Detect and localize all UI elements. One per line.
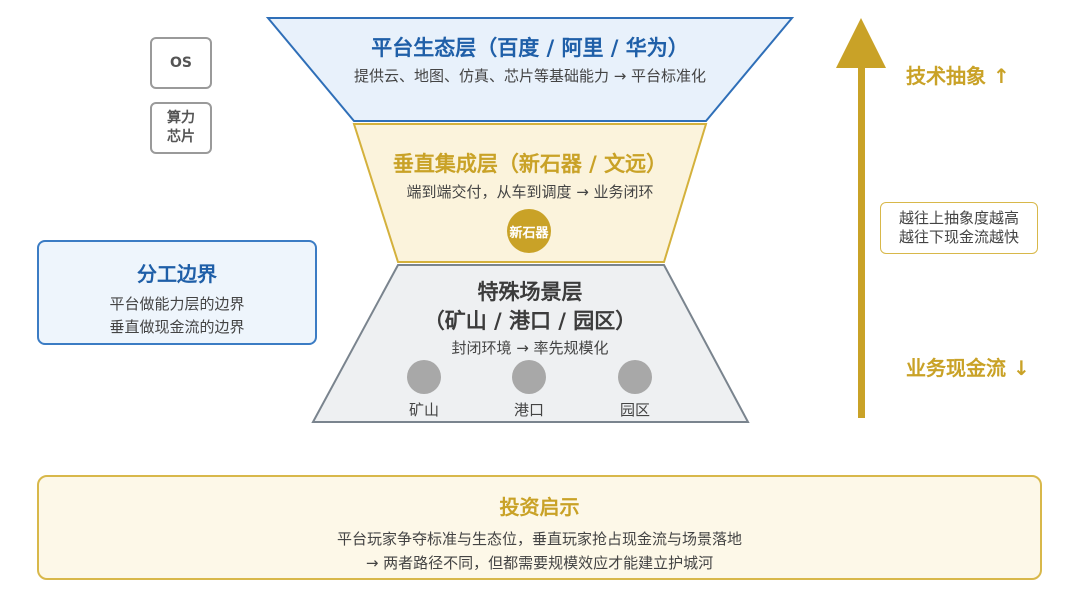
axis-note-line1: 越往上抽象度越高	[898, 209, 1019, 227]
badge-circle	[507, 209, 551, 253]
scene-dot-park	[618, 360, 652, 394]
axis-top-label: 技术抽象 ↑	[906, 64, 1010, 88]
vertical-layer-shape	[352, 123, 708, 263]
scene-label-port: 港口	[513, 401, 544, 419]
investment-line2: → 两者路径不同，但都需要规模效应才能建立护城河	[365, 554, 714, 572]
platform-layer-subtitle: 提供云、地图、仿真、芯片等基础能力 → 平台标准化	[353, 67, 707, 85]
os-tag: OS	[150, 37, 212, 89]
platform-layer-shape	[265, 17, 795, 122]
division-box: 分工边界 平台做能力层的边界 垂直做现金流的边界	[37, 240, 317, 345]
investment-box: 投资启示 平台玩家争夺标准与生态位，垂直玩家抢占现金流与场景落地 → 两者路径不…	[37, 475, 1042, 580]
chip-tag-line1: 算力	[167, 110, 195, 126]
investment-title: 投资启示	[499, 495, 580, 519]
axis-note-line2: 越往下现金流越快	[898, 228, 1019, 246]
scene-dot-port	[512, 360, 546, 394]
scene-layer-title-line1: 特殊场景层	[477, 280, 583, 304]
investment-line1: 平台玩家争夺标准与生态位，垂直玩家抢占现金流与场景落地	[336, 530, 742, 548]
axis-note-box: 越往上抽象度越高 越往下现金流越快	[880, 202, 1038, 254]
division-title: 分工边界	[137, 262, 217, 286]
axis-arrow-head	[836, 18, 886, 68]
vertical-layer-badge: 新石器	[509, 226, 549, 241]
division-line1: 平台做能力层的边界	[109, 295, 245, 313]
axis-arrow-shaft	[858, 60, 865, 418]
chip-tag: 算力 芯片	[150, 102, 212, 154]
chip-tag-line2: 芯片	[167, 129, 195, 145]
scene-layer-title-line2: （矿山 / 港口 / 园区）	[423, 309, 637, 333]
scene-label-mine: 矿山	[408, 401, 439, 419]
vertical-layer-subtitle: 端到端交付，从车到调度 → 业务闭环	[406, 183, 654, 201]
division-line2: 垂直做现金流的边界	[109, 318, 245, 336]
platform-layer-title: 平台生态层（百度 / 阿里 / 华为）	[371, 36, 689, 60]
axis-bottom-label: 业务现金流 ↓	[906, 356, 1030, 380]
os-tag-label: OS	[170, 54, 192, 71]
scene-label-park: 园区	[619, 401, 650, 419]
vertical-layer-title: 垂直集成层（新石器 / 文远）	[392, 152, 668, 176]
scene-layer-subtitle: 封闭环境 → 率先规模化	[451, 339, 609, 357]
scene-dot-mine	[407, 360, 441, 394]
